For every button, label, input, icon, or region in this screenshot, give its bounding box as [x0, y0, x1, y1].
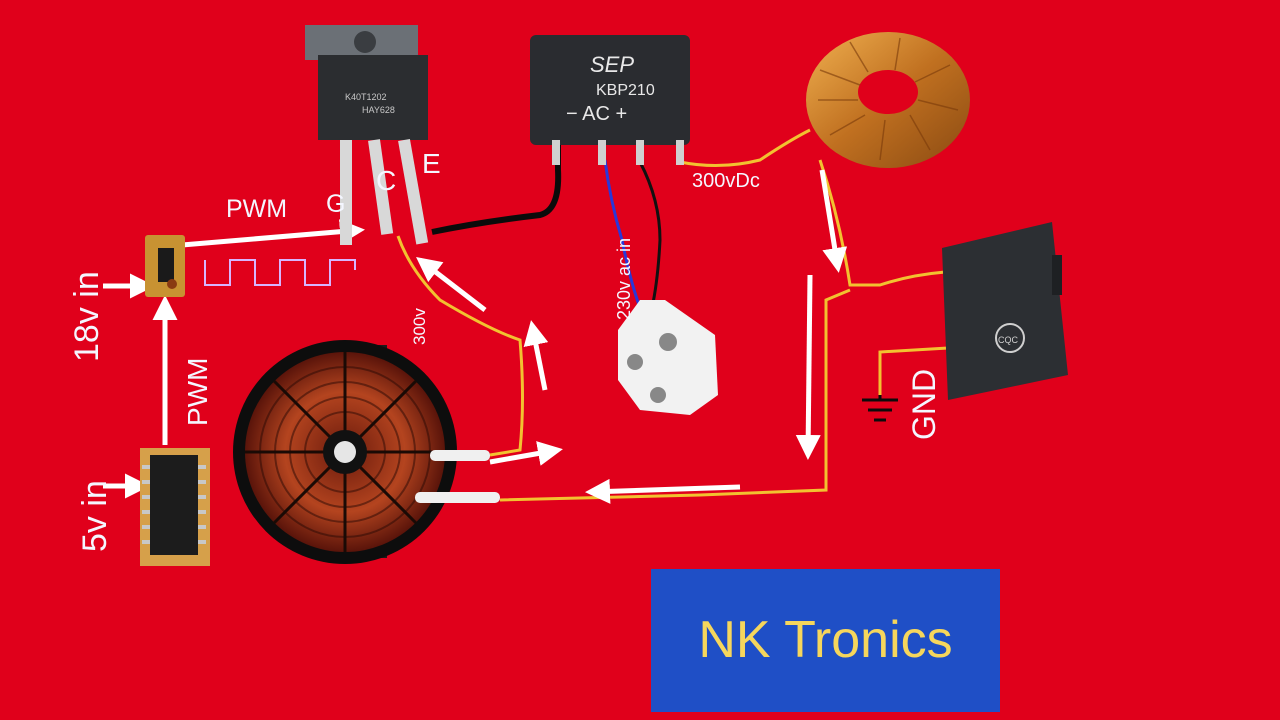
wire-cap-to-gnd — [878, 346, 949, 395]
capacitor-marking: CQC — [998, 335, 1019, 345]
brand-title: NK Tronics — [698, 611, 953, 669]
label-300vdc: 300vDc — [692, 170, 760, 192]
arrow-coil-right — [489, 441, 563, 466]
brand-banner: NK Tronics — [651, 569, 1000, 712]
label-emitter: E — [422, 148, 441, 179]
capacitor: CQC — [942, 222, 1068, 400]
pwm-waveform — [204, 259, 356, 286]
igbt-marking-1: K40T1202 — [345, 92, 387, 102]
igbt-lead-gate — [340, 140, 352, 245]
label-collector: C — [376, 165, 397, 196]
wire-bridge-to-toroid — [679, 128, 811, 168]
arrow-up-right — [523, 320, 549, 391]
arrow-down-right-rail — [795, 274, 821, 460]
wires — [204, 128, 949, 502]
label-5v-in: 5v in — [76, 480, 114, 552]
label-gnd: GND — [906, 368, 942, 440]
wire-junction-to-coil — [499, 288, 851, 502]
igbt-lead-emitter — [398, 138, 429, 245]
bridge-pins: − AC + — [566, 103, 627, 125]
wire-toroid-down — [818, 159, 946, 287]
label-gate: G — [326, 190, 346, 218]
bridge-part: KBP210 — [596, 82, 655, 99]
igbt-lead-collector — [368, 139, 394, 235]
arrow-toroid-down — [819, 169, 848, 273]
igbt-marking-2: HAY628 — [362, 105, 395, 115]
capacitor-cqc-mark — [995, 323, 1025, 353]
coil-lead-top — [430, 450, 490, 461]
label-pwm-vertical: PWM — [182, 357, 213, 426]
wire-emitter-to-bridge — [431, 145, 562, 235]
induction-coil — [233, 340, 500, 564]
arrow-coil-to-collector — [416, 256, 487, 312]
driver-module — [145, 235, 185, 297]
ic-chip — [140, 448, 210, 566]
label-18v-in: 18v in — [68, 271, 106, 362]
arrows — [103, 169, 848, 504]
toroid-inductor — [806, 32, 970, 168]
arrow-to-coil-bottom — [585, 478, 741, 504]
ground-icon — [862, 395, 898, 422]
bridge-rectifier: SEP KBP210 − AC + — [530, 35, 690, 165]
igbt-mounting-hole — [354, 31, 376, 53]
igbt-transistor: K40T1202 HAY628 — [305, 25, 429, 245]
bridge-brand: SEP — [590, 52, 634, 77]
wire-ac-blue — [603, 159, 642, 309]
wire-ac-black — [638, 161, 662, 309]
label-300v-coil: 300v — [410, 308, 429, 345]
label-pwm-top: PWM — [226, 195, 288, 223]
arrow-pwm-to-gate — [181, 219, 365, 248]
label-230v-ac-in: 230v ac in — [614, 237, 634, 320]
coil-lead-bottom — [415, 492, 500, 503]
mains-plug — [618, 300, 718, 415]
